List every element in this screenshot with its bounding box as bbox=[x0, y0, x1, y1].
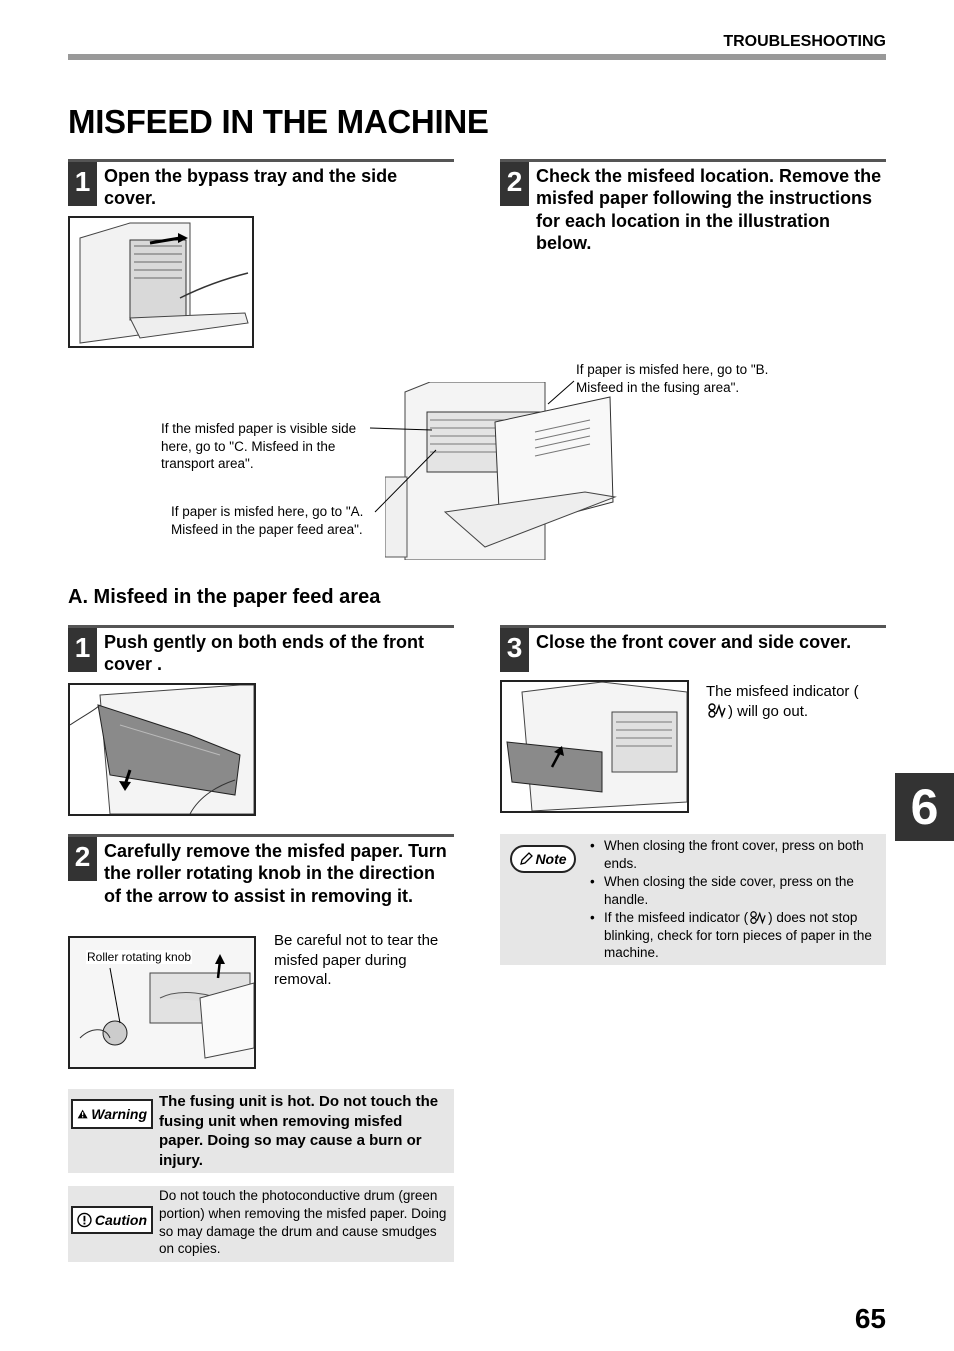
note-box: Note When closing the front cover, press… bbox=[500, 834, 886, 965]
list-item: When closing the front cover, press on b… bbox=[589, 837, 881, 872]
page-number: 65 bbox=[854, 1303, 886, 1334]
tear-caution-text: Be careful not to tear the misfed paper … bbox=[274, 932, 439, 988]
step-text: Open the bypass tray and the side cover. bbox=[104, 166, 398, 209]
callout-leader-lines bbox=[369, 380, 575, 513]
step-number: 1 bbox=[68, 162, 97, 206]
front-cover-illustration bbox=[68, 683, 256, 816]
roller-knob-illustration: Roller rotating knob bbox=[68, 936, 256, 1069]
indicator-note-after: ) will go out. bbox=[728, 702, 809, 720]
step-text: Carefully remove the misfed paper. Turn … bbox=[104, 841, 447, 906]
intro-step-2: 2 Check the misfeed location. Remove the… bbox=[500, 159, 886, 254]
warning-icon bbox=[77, 1109, 88, 1119]
a-step-3: 3 Close the front cover and side cover. bbox=[500, 625, 886, 676]
caution-box: Caution Do not touch the photoconductive… bbox=[68, 1186, 454, 1262]
exclamation-circle-icon bbox=[77, 1212, 92, 1228]
misfeed-indicator-icon bbox=[750, 911, 766, 925]
indicator-note-before: The misfeed indicator ( bbox=[706, 683, 859, 700]
note-badge-label: Note bbox=[535, 851, 567, 867]
a-step-1: 1 Push gently on both ends of the front … bbox=[68, 625, 454, 676]
page-title: MISFEED IN THE MACHINE bbox=[68, 103, 489, 140]
warning-box: Warning The fusing unit is hot. Do not t… bbox=[68, 1089, 454, 1173]
indicator-note: The misfeed indicator ( ) will go out. bbox=[706, 682, 876, 721]
step-number: 2 bbox=[500, 162, 529, 206]
subsection-heading: A. Misfeed in the paper feed area bbox=[68, 586, 381, 608]
header-rule bbox=[68, 54, 886, 60]
list-item: If the misfeed indicator ( ) does not st… bbox=[589, 909, 881, 962]
warning-text: The fusing unit is hot. Do not touch the… bbox=[159, 1093, 439, 1169]
a-step-2: 2 Carefully remove the misfed paper. Tur… bbox=[68, 834, 454, 929]
intro-step-1: 1 Open the bypass tray and the side cove… bbox=[68, 159, 454, 210]
note-item3-before: If the misfeed indicator ( bbox=[604, 910, 749, 925]
note-item3-after: ) does not stop blinking, check for torn… bbox=[604, 910, 872, 960]
list-item: When closing the side cover, press on th… bbox=[589, 873, 881, 908]
step-number: 3 bbox=[500, 628, 529, 672]
section-label: TROUBLESHOOTING bbox=[723, 33, 886, 50]
warning-badge: Warning bbox=[71, 1099, 153, 1129]
caution-text: Do not touch the photoconductive drum (g… bbox=[159, 1188, 447, 1257]
bypass-tray-illustration bbox=[68, 216, 254, 348]
callout-transport-area: If the misfed paper is visible side here… bbox=[161, 421, 357, 471]
callout-fusing-area: If paper is misfed here, go to "B. Misfe… bbox=[576, 362, 769, 395]
step-number: 2 bbox=[68, 837, 97, 881]
step-text: Close the front cover and side cover. bbox=[536, 632, 852, 652]
chapter-tab: 6 bbox=[895, 773, 954, 841]
warning-badge-label: Warning bbox=[91, 1106, 147, 1122]
callout-paper-feed-area: If paper is misfed here, go to "A. Misfe… bbox=[171, 504, 364, 537]
note-badge: Note bbox=[510, 845, 576, 873]
note-list: When closing the front cover, press on b… bbox=[589, 837, 881, 963]
pencil-icon bbox=[520, 852, 534, 865]
machine-misfeed-locations-illustration bbox=[384, 381, 617, 561]
caution-badge-label: Caution bbox=[94, 1212, 147, 1228]
caution-badge: Caution bbox=[71, 1206, 153, 1234]
misfeed-indicator-icon bbox=[708, 702, 726, 718]
close-cover-illustration bbox=[500, 680, 689, 813]
step-text: Push gently on both ends of the front co… bbox=[104, 632, 424, 675]
step-text: Check the misfeed location. Remove the m… bbox=[536, 166, 882, 254]
roller-knob-label: Roller rotating knob bbox=[86, 950, 193, 964]
step-number: 1 bbox=[68, 628, 97, 672]
